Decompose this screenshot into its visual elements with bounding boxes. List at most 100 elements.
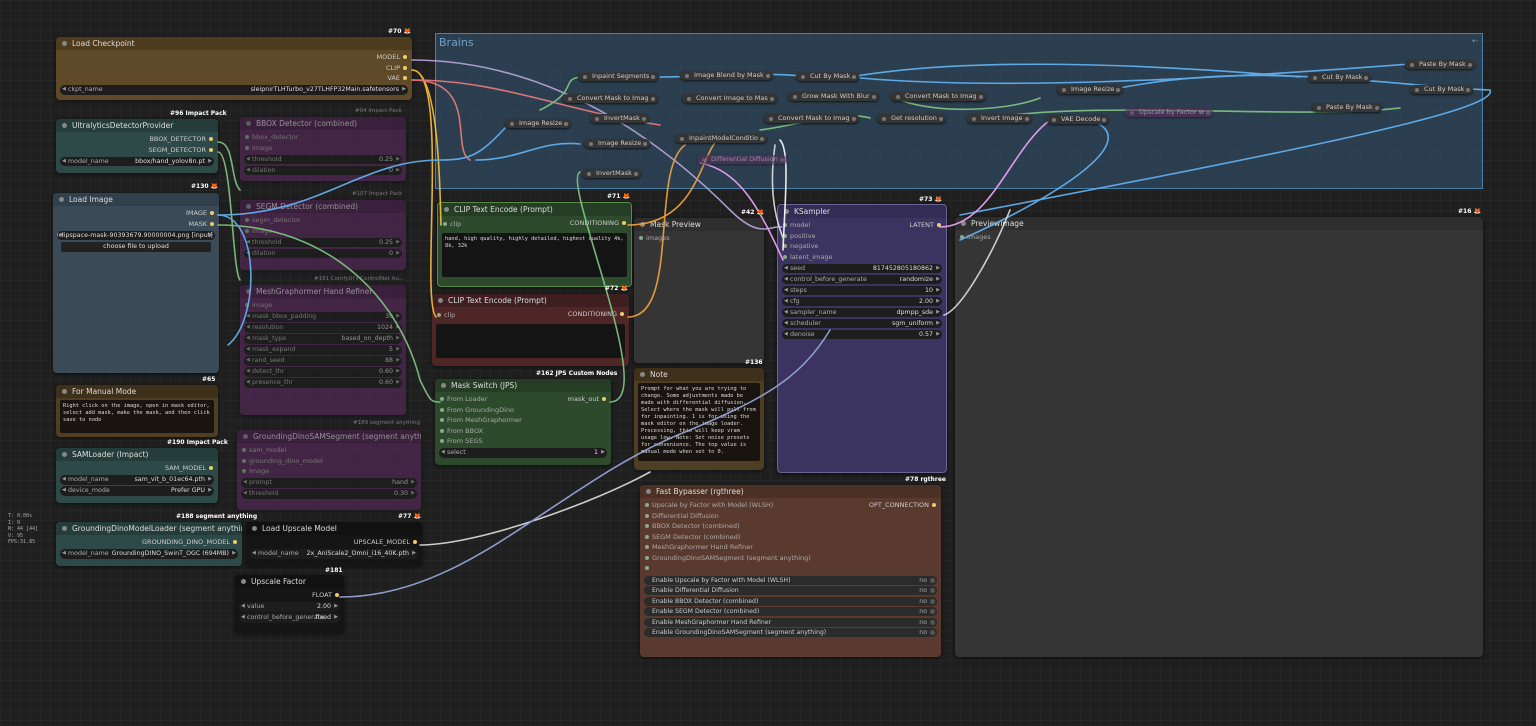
node-convert-mask-to-image-3[interactable]: Convert Mask to Imag (764, 114, 859, 123)
node-meshgraphormer-bypassed[interactable]: MeshGraphormer Hand Refiner imagemask_bb… (240, 285, 406, 415)
output-sam-model[interactable]: SAM_MODEL (60, 463, 214, 474)
node-invert-image[interactable]: Invert Image (967, 114, 1032, 123)
output-mask[interactable]: MASK (57, 219, 215, 230)
node-convert-image-to-mask[interactable]: Convert Image to Mas (682, 94, 777, 103)
node-inpaint-segments[interactable]: Inpaint Segments (578, 72, 659, 81)
bypasser-input[interactable]: GroundingDinoSAMSegment (segment anythin… (644, 553, 937, 564)
node-image-blend-by-mask[interactable]: Image Blend by Mask (680, 71, 773, 80)
node-load-checkpoint[interactable]: Load Checkpoint MODEL CLIP VAE ckpt_name… (56, 37, 412, 100)
node-load-image[interactable]: Load Image IMAGE MASK clipspace/clipspac… (53, 193, 219, 373)
output-bbox-detector[interactable]: BBOX_DETECTOR (60, 134, 214, 145)
node-mask-preview[interactable]: Mask Preview images (634, 218, 764, 363)
node-invert-mask-1[interactable]: InvertMask (590, 114, 649, 123)
bypasser-input[interactable]: BBOX Detector (combined) (644, 521, 937, 532)
node-mask-switch[interactable]: Mask Switch (JPS) mask_out From Loader F… (435, 379, 611, 465)
input-image[interactable]: image (244, 300, 402, 311)
input-latent-image[interactable]: latent_image (782, 252, 942, 263)
prompt-textarea[interactable] (436, 323, 625, 358)
node-note[interactable]: Note Prompt for what you are trying to c… (634, 368, 764, 470)
enable-toggle[interactable]: Enable BBOX Detector (combined)no (644, 596, 937, 606)
enable-toggle[interactable]: Enable GroundingDinoSAMSegment (segment … (644, 628, 937, 637)
node-grounding-sam-bypassed[interactable]: GroundingDinoSAMSegment (segment anythin… (237, 430, 421, 510)
node-grow-mask-with-blur[interactable]: Grow Mask With Blur (788, 92, 879, 101)
input-image[interactable]: image (241, 466, 417, 477)
bypasser-input[interactable]: Differential Diffusion (644, 511, 937, 522)
node-image-resize-3[interactable]: Image Resize (1057, 85, 1124, 94)
node-grounding-dino-loader[interactable]: GroundingDinoModelLoader (segment anythi… (56, 522, 242, 566)
node-cut-by-mask-3[interactable]: Cut By Mask (1410, 85, 1474, 94)
node-convert-mask-to-image-1[interactable]: Convert Mask to Imag (563, 94, 658, 103)
node-clip-text-encode-positive[interactable]: CLIP Text Encode (Prompt) clip CONDITION… (437, 202, 632, 287)
group-collapse-icon[interactable]: ⇠ (1472, 37, 1478, 45)
node-image-resize-2[interactable]: Image Resize (584, 139, 651, 148)
input-grounding-dino-model[interactable]: grounding_dino_model (241, 456, 417, 467)
input-model[interactable]: model (782, 220, 942, 231)
output-segm-detector[interactable]: SEGM_DETECTOR (60, 145, 214, 156)
input-negative[interactable]: negative (782, 241, 942, 252)
ckpt-name-combo[interactable]: ckpt_namesleipnirTLHTurbo_v27TLHFP32Main… (60, 85, 408, 95)
input-from-bbox[interactable]: From BBOX (439, 426, 607, 437)
output-conditioning[interactable]: CONDITIONING (436, 309, 625, 320)
image-combo[interactable]: clipspace/clipspace-mask-90393679.900000… (57, 230, 215, 240)
output-clip[interactable]: CLIP (60, 63, 408, 74)
output-grounding-dino-model[interactable]: GROUNDING_DINO_MODEL (60, 537, 238, 548)
bypasser-input[interactable]: Upscale by Factor with Model (WLSH) (644, 500, 937, 511)
input-bbox-detector[interactable]: bbox_detector (244, 132, 402, 143)
node-cut-by-mask-1[interactable]: Cut By Mask (796, 72, 860, 81)
prompt-textarea[interactable]: hand, high quality, highly detailed, hig… (442, 232, 627, 277)
node-inpaint-model-conditioning[interactable]: InpaintModelConditio (675, 134, 768, 143)
node-upscale-by-factor[interactable]: Upscale by Factor w (1125, 108, 1214, 117)
node-get-resolution[interactable]: Get resolution (877, 114, 946, 123)
enable-toggle[interactable]: Enable SEGM Detector (combined)no (644, 607, 937, 616)
node-invert-mask-2[interactable]: InvertMask (582, 169, 641, 178)
input-from-groundingdino[interactable]: From GroundingDino (439, 405, 607, 416)
output-image[interactable]: IMAGE (57, 208, 215, 219)
note-text[interactable]: Prompt for what you are trying to change… (638, 383, 760, 461)
input-images[interactable]: images (959, 232, 1479, 243)
output-vae[interactable]: VAE (60, 73, 408, 84)
node-load-upscale-model[interactable]: Load Upscale Model UPSCALE_MODEL model_n… (246, 522, 422, 566)
output-upscale-model[interactable]: UPSCALE_MODEL (250, 537, 418, 548)
input-segm-detector[interactable]: segm_detector (244, 215, 402, 226)
node-differential-diffusion[interactable]: Differential Diffusion (697, 155, 787, 164)
output-conditioning[interactable]: CONDITIONING (442, 218, 627, 229)
input-from-loader[interactable]: From Loader (439, 394, 607, 405)
input-image[interactable]: image (244, 143, 402, 154)
input-images[interactable]: images (638, 233, 760, 244)
note-text[interactable]: Right click on the image, open in mask e… (60, 400, 214, 433)
input-positive[interactable]: positive (782, 231, 942, 242)
input-from-meshgraphormer[interactable]: From MeshGraphormer (439, 415, 607, 426)
node-preview-image[interactable]: PreviewImage images (955, 217, 1483, 657)
node-clip-text-encode-negative[interactable]: CLIP Text Encode (Prompt) clip CONDITION… (432, 294, 629, 366)
output-model[interactable]: MODEL (60, 52, 408, 63)
input-sam-model[interactable]: sam_model (241, 445, 417, 456)
node-image-resize-1[interactable]: Image Resize (505, 119, 572, 128)
output-latent[interactable]: LATENT (874, 220, 942, 231)
node-paste-by-mask-1[interactable]: Paste By Mask (1405, 60, 1475, 69)
node-vae-decode[interactable]: VAE Decode (1047, 115, 1110, 124)
